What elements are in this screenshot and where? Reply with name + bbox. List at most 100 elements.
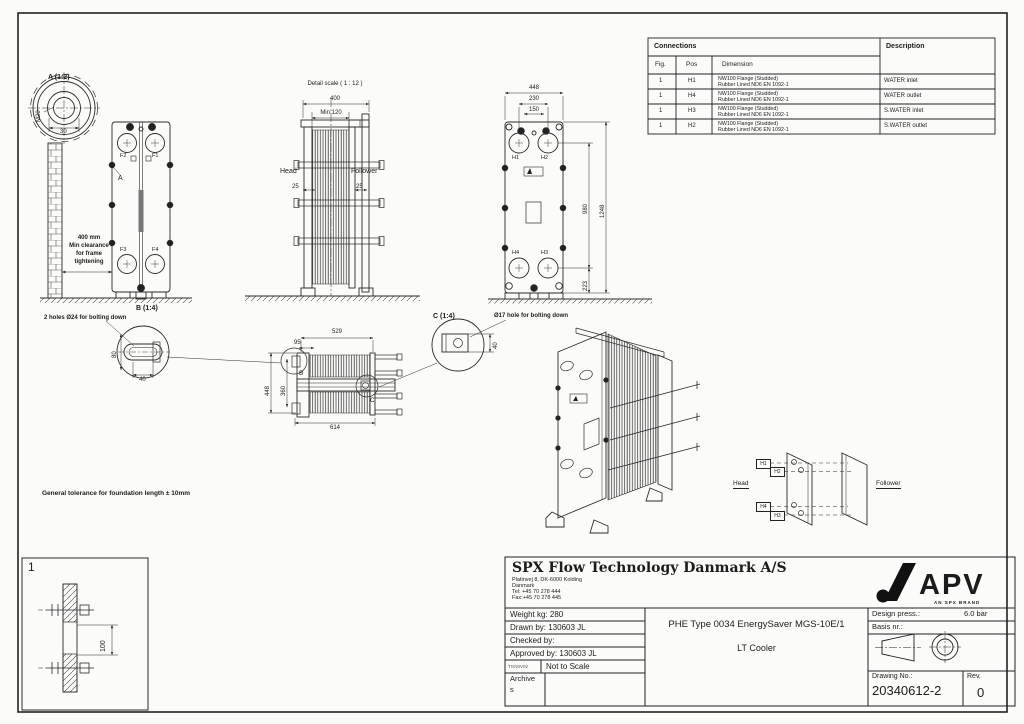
row3-dim2: Rubber Lined ND6 EN 1092-1 — [718, 112, 789, 118]
rev-value: 0 — [977, 685, 985, 700]
row2-fig: 1 — [659, 93, 663, 99]
row3-dim1: NW100 Flange (Studded) — [718, 105, 779, 112]
approved-by-field: Approved by: 130603 JL — [510, 649, 597, 658]
side-dim-400: 400 — [329, 96, 340, 102]
drawing-title-line1: PHE Type 0034 EnergySaver MGS-10E/1 — [668, 619, 845, 630]
row4-pos: H2 — [688, 123, 696, 129]
row2-pos: H4 — [688, 93, 696, 99]
col-header-pos: Pos — [686, 61, 698, 68]
row2-dim2: Rubber Lined ND6 EN 1092-1 — [718, 97, 789, 103]
exploded-tag-h2: H2 — [770, 467, 785, 477]
apv-logo-text: APV — [919, 569, 985, 601]
company-name: SPX Flow Technology Danmark A/S — [512, 560, 787, 576]
sheet-border — [17, 12, 1008, 713]
exploded-head-label: Head — [733, 480, 749, 490]
port-label-h1: H1 — [512, 155, 520, 161]
row4-dim2: Rubber Lined ND6 EN 1092-1 — [718, 127, 789, 133]
row2-desc: WATER outlet — [884, 93, 922, 99]
row4-fig: 1 — [659, 123, 663, 129]
side-view — [245, 98, 420, 301]
front-view — [40, 121, 192, 303]
back-dim-980: 980 — [583, 203, 589, 214]
row1-dim1: NW100 Flange (Studded) — [718, 75, 779, 82]
company-address-1: Platinvej 8, DK-6000 Kolding — [512, 577, 583, 583]
detail-a-marker: A — [118, 175, 123, 182]
row1-dim2: Rubber Lined ND6 EN 1092-1 — [718, 82, 789, 88]
design-press-label: Design press.: — [872, 609, 920, 618]
row4-desc: S.WATER outlet — [884, 123, 928, 129]
exploded-view — [770, 452, 868, 526]
drawing-title-line2: LT Cooler — [737, 643, 776, 653]
back-dim-1248: 1248 — [600, 204, 606, 218]
row3-fig: 1 — [659, 108, 663, 114]
exploded-tag-h3: H3 — [770, 511, 785, 521]
row1-fig: 1 — [659, 78, 663, 84]
scale-user-stamp: TGN0V02 — [508, 664, 529, 669]
clearance-note-line2: Min clearance — [69, 243, 109, 249]
side-dim-25-left: 25 — [292, 184, 299, 190]
drawing-no-label: Drawing No.: — [872, 673, 913, 680]
plan-view — [268, 336, 403, 426]
row1-desc: WATER inlet — [884, 78, 918, 84]
follower-label: Follower — [351, 168, 378, 175]
archive-label-line1: Archive — [510, 674, 536, 683]
port-label-f4: F4 — [152, 247, 159, 253]
back-dim-223: 223 — [583, 280, 589, 291]
head-label: Head — [280, 168, 297, 175]
rev-label: Rev. — [967, 673, 981, 680]
scale-field: Not to Scale — [546, 662, 590, 671]
apv-tagline: AN SPX BRAND — [934, 600, 981, 605]
col-header-fig: Fig. — [655, 61, 666, 68]
plan-marker-b: B — [299, 370, 304, 377]
detail-c — [378, 318, 507, 388]
col-header-dim: Dimension — [722, 61, 753, 68]
back-view — [488, 91, 652, 304]
detail-a-label: A (1:2) — [48, 74, 70, 81]
description-header: Description — [886, 43, 925, 50]
detail-a-thread-dim: M20 — [36, 110, 42, 122]
weight-field: Weight kg: 280 — [510, 610, 564, 619]
detail-b — [105, 320, 282, 379]
row2-dim1: NW100 Flange (Studded) — [718, 90, 779, 97]
plan-dim-529: 529 — [331, 329, 342, 335]
port-label-h4: H4 — [512, 250, 520, 256]
checked-by-field: Checked by: — [510, 636, 555, 645]
side-dim-min120: Min.120 — [320, 110, 342, 116]
wall-and-clearance — [47, 142, 113, 299]
row3-desc: S.WATER inlet — [884, 108, 924, 114]
port-label-h2: H2 — [541, 155, 549, 161]
drawing-no-value: 20340612-2 — [872, 683, 942, 698]
connections-title: Connections — [654, 43, 697, 50]
back-dim-448: 448 — [528, 85, 539, 91]
foundation-dim-100: 100 — [100, 640, 107, 652]
row3-pos: H3 — [688, 108, 696, 114]
archive-label-line2: s — [510, 685, 514, 694]
exploded-tag-h1: H1 — [756, 459, 771, 469]
plan-dim-614: 614 — [329, 425, 340, 431]
row4-dim1: NW100 Flange (Studded) — [718, 120, 779, 127]
port-label-f3: F3 — [120, 247, 127, 253]
detail-a-flange — [28, 72, 100, 144]
port-label-f1: F1 — [152, 153, 159, 159]
connections-table-lines — [647, 37, 996, 135]
port-label-h3: H3 — [541, 250, 549, 256]
isometric-view — [545, 327, 701, 534]
company-address-3: Tel: +45 70 278 444 — [512, 589, 561, 595]
plan-marker-c: C — [370, 397, 375, 404]
back-dim-230: 230 — [528, 96, 539, 102]
detail-c-note: Ø17 hole for bolting down — [494, 313, 568, 319]
foundation-number: 1 — [28, 560, 35, 574]
drawn-by-field: Drawn by: 130603 JL — [510, 623, 586, 632]
detail-b-note: 2 holes Ø24 for bolting down — [44, 315, 127, 321]
plan-dim-95: 95 — [294, 340, 301, 346]
basis-nr-label: Basis nr.: — [872, 622, 903, 631]
back-dim-150: 150 — [528, 106, 539, 113]
port-label-f2: F2 — [120, 153, 127, 159]
detail-b-label: B (1:4) — [136, 305, 158, 312]
row1-pos: H1 — [688, 78, 696, 84]
detail-c-label: C (1:4) — [433, 313, 455, 320]
side-view-title: Detail scale ( 1 : 12 ) — [307, 81, 363, 87]
foundation-detail — [21, 557, 149, 711]
